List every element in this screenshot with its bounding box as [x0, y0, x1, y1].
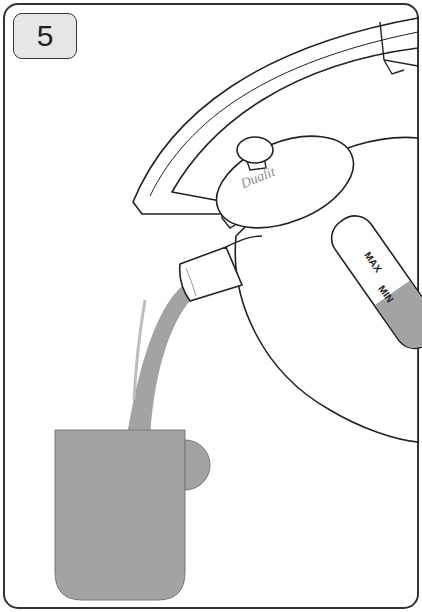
mug-body [55, 430, 185, 600]
water-stream [128, 282, 196, 432]
lid-knob [237, 137, 273, 163]
spout-rim [186, 268, 196, 296]
handle-mount [380, 22, 418, 74]
water-window [324, 208, 422, 356]
brand-logo: Dualit [238, 164, 277, 192]
step-number-box: 5 [13, 13, 77, 59]
kettle-spout [180, 247, 242, 301]
mug-handle [185, 440, 210, 490]
step-number: 5 [37, 21, 54, 51]
max-mark: MAX [362, 250, 384, 275]
window-frame [324, 208, 422, 356]
window-water [375, 281, 422, 355]
min-mark: MIN [376, 283, 396, 304]
water-splash [134, 300, 145, 400]
panel-frame [4, 4, 418, 608]
spout-joint [226, 236, 262, 247]
